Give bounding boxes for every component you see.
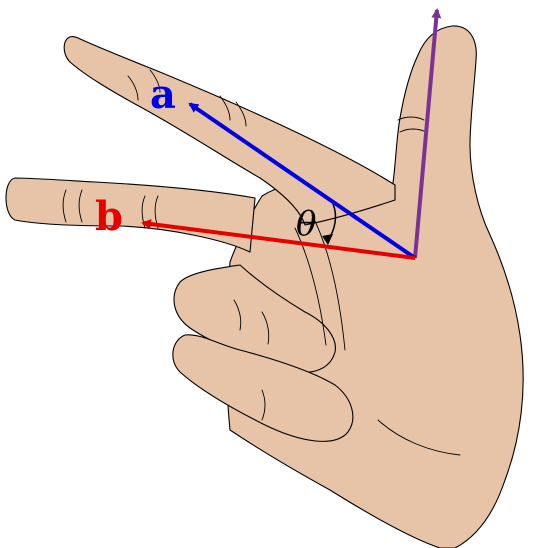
- angle-arc-arrowhead: [322, 234, 333, 245]
- vector-b-arrow: [141, 219, 416, 260]
- vector-a-arrow: [188, 102, 417, 260]
- thumb-crease: [397, 116, 425, 121]
- palm-and-thumb: [225, 25, 524, 548]
- vector-a-label: a: [150, 71, 176, 118]
- middle-finger: [5, 177, 256, 253]
- folded-crease-3: [261, 389, 266, 421]
- middle-knuckle-crease-2: [78, 189, 83, 223]
- palm-crease-1: [294, 227, 327, 346]
- folded-crease-1: [233, 299, 242, 331]
- index-knuckle-crease-3: [219, 95, 231, 121]
- middle-knuckle-crease-1: [62, 189, 67, 223]
- palm-crease-2: [311, 214, 346, 351]
- angle-label: θ: [296, 204, 316, 244]
- index-knuckle-crease-1: [127, 75, 139, 101]
- normal-vector-arrow: [413, 8, 442, 259]
- hand: [5, 25, 524, 548]
- index-knuckle-crease-2: [149, 69, 161, 93]
- index-knuckle-crease-4: [235, 101, 247, 127]
- palm-crease-3: [377, 419, 461, 456]
- folded-little-finger: [172, 334, 354, 442]
- vector-b-label: b: [95, 193, 123, 240]
- thumb-crease-2: [399, 128, 427, 133]
- folded-crease-2: [261, 311, 270, 345]
